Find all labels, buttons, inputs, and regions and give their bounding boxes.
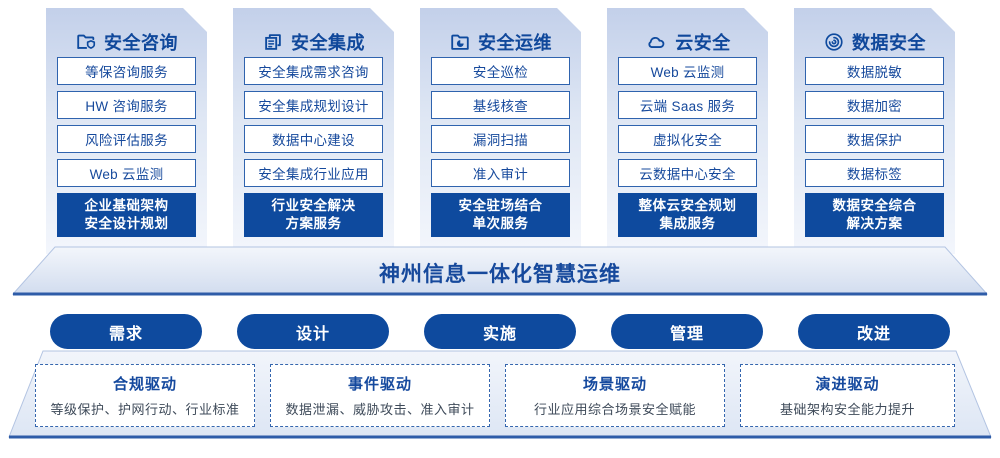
highlight-line: 企业基础架构 <box>84 198 169 214</box>
driver-title: 演进驱动 <box>815 376 880 393</box>
driver-desc: 基础架构安全能力提升 <box>779 402 915 417</box>
service-item: 数据加密 <box>805 91 944 119</box>
highlight-line: 方案服务 <box>285 216 342 231</box>
highlight-line: 数据安全综合 <box>832 198 917 214</box>
service-item: 云数据中心安全 <box>618 159 757 187</box>
column-header: 安全集成 <box>233 27 394 57</box>
column-header: 数据安全 <box>794 27 955 57</box>
highlight-line: 安全驻场结合 <box>458 198 543 214</box>
service-item: 风险评估服务 <box>57 125 196 153</box>
highlight-box: 安全驻场结合 单次服务 <box>431 193 570 237</box>
pill-manage: 管理 <box>611 314 763 349</box>
service-item: 安全集成行业应用 <box>244 159 383 187</box>
driver-title: 合规驱动 <box>112 376 177 393</box>
pill-requirement: 需求 <box>50 314 202 349</box>
service-item: 基线核查 <box>431 91 570 119</box>
column-title: 数据安全 <box>852 33 926 53</box>
service-item: 准入审计 <box>431 159 570 187</box>
copy-documents-icon <box>262 31 284 53</box>
service-item: HW 咨询服务 <box>57 91 196 119</box>
driver-evolution: 演进驱动 基础架构安全能力提升 <box>740 364 955 427</box>
service-item: 云端 Saas 服务 <box>618 91 757 119</box>
banner-platform-shape <box>11 246 989 296</box>
column-header: 云安全 <box>607 27 768 57</box>
highlight-box: 行业安全解决 方案服务 <box>244 193 383 237</box>
service-item: Web 云监测 <box>618 57 757 85</box>
pill-improve: 改进 <box>798 314 950 349</box>
column-header: 安全咨询 <box>46 27 207 57</box>
highlight-box: 数据安全综合 解决方案 <box>805 193 944 237</box>
column-title: 安全咨询 <box>104 33 178 53</box>
driver-desc: 数据泄漏、威胁攻击、准入审计 <box>285 402 475 417</box>
column-security-consulting: 安全咨询 等保咨询服务 HW 咨询服务 风险评估服务 Web 云监测 企业基础架… <box>46 8 207 254</box>
service-item: 漏洞扫描 <box>431 125 570 153</box>
highlight-box: 企业基础架构 安全设计规划 <box>57 193 196 237</box>
driver-scenario: 场景驱动 行业应用综合场景安全赋能 <box>505 364 725 427</box>
service-item: Web 云监测 <box>57 159 196 187</box>
pill-implement: 实施 <box>424 314 576 349</box>
highlight-line: 整体云安全规划 <box>638 198 737 214</box>
driver-desc: 等级保护、护网行动、行业标准 <box>50 402 240 417</box>
column-cloud-security: 云安全 Web 云监测 云端 Saas 服务 虚拟化安全 云数据中心安全 整体云… <box>607 8 768 254</box>
column-header: 安全运维 <box>420 27 581 57</box>
cloud-icon <box>644 31 668 53</box>
service-item: 等保咨询服务 <box>57 57 196 85</box>
column-security-operations: 安全运维 安全巡检 基线核查 漏洞扫描 准入审计 安全驻场结合 单次服务 <box>420 8 581 254</box>
driver-incident: 事件驱动 数据泄漏、威胁攻击、准入审计 <box>270 364 490 427</box>
column-title: 安全运维 <box>478 33 552 53</box>
service-item: 数据中心建设 <box>244 125 383 153</box>
driver-title: 事件驱动 <box>347 376 412 393</box>
column-title: 安全集成 <box>291 33 365 53</box>
column-data-security: 数据安全 数据脱敏 数据加密 数据保护 数据标签 数据安全综合 解决方案 <box>794 8 955 254</box>
highlight-line: 安全设计规划 <box>84 216 169 231</box>
service-item: 数据保护 <box>805 125 944 153</box>
folder-shield-icon <box>75 31 97 53</box>
banner-title: 神州信息一体化智慧运维 <box>379 263 621 286</box>
highlight-line: 解决方案 <box>846 216 903 231</box>
fingerprint-icon <box>823 31 845 53</box>
highlight-box: 整体云安全规划 集成服务 <box>618 193 757 237</box>
service-item: 虚拟化安全 <box>618 125 757 153</box>
column-security-integration: 安全集成 安全集成需求咨询 安全集成规划设计 数据中心建设 安全集成行业应用 行… <box>233 8 394 254</box>
folder-clock-icon <box>449 31 471 53</box>
service-item: 安全巡检 <box>431 57 570 85</box>
service-item: 安全集成规划设计 <box>244 91 383 119</box>
driver-compliance: 合规驱动 等级保护、护网行动、行业标准 <box>35 364 255 427</box>
service-item: 数据脱敏 <box>805 57 944 85</box>
driver-title: 场景驱动 <box>582 376 647 393</box>
highlight-line: 单次服务 <box>472 216 529 231</box>
column-title: 云安全 <box>675 33 731 53</box>
highlight-line: 行业安全解决 <box>271 198 356 214</box>
highlight-line: 集成服务 <box>659 216 716 231</box>
pill-design: 设计 <box>237 314 389 349</box>
service-item: 数据标签 <box>805 159 944 187</box>
service-item: 安全集成需求咨询 <box>244 57 383 85</box>
driver-desc: 行业应用综合场景安全赋能 <box>533 402 696 417</box>
